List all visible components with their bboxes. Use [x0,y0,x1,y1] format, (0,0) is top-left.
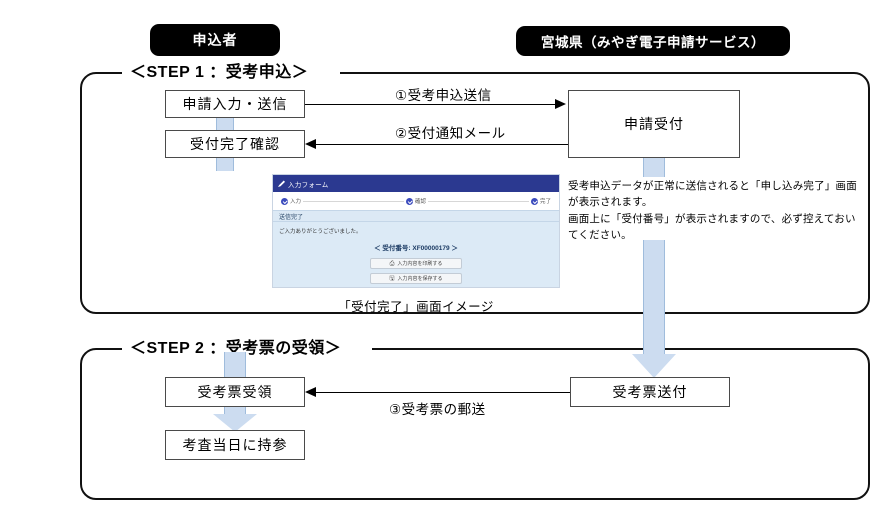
note-line-3: 画面上に「受付番号」が表示されますので、必ず控えておい [568,212,856,225]
connector-into-ticket-receive [202,352,268,378]
mockup-thanks-text: ご入力ありがとうございました。 [279,229,362,235]
mockup-print-button-label: 入力内容を印刷する [397,261,443,267]
flow-label-2: ②受付通知メール [392,122,509,142]
box-apply-input: 申請入力・送信 [165,90,305,118]
block-arrow-receive-to-bring [202,406,268,434]
connector-shaft [224,352,246,378]
note-line-2: が表示されます。 [568,196,653,209]
progress-step-confirm-label: 確認 [414,199,426,205]
progress-step-input: 入力 [279,197,304,205]
step1-frame [80,72,870,314]
flow-arrowhead-1 [555,99,566,109]
mockup-progress-steps: 入力 確認 完了 [273,192,559,210]
flow-line-3 [316,392,570,393]
note-line-1: 受考申込データが正常に送信されると「申し込み完了」画面 [568,180,857,192]
mockup-header-title: 入力フォーム [288,181,329,189]
flow-arrowhead-2 [305,139,316,149]
mockup-print-button[interactable]: ⎙ 入力内容を印刷する [370,258,462,269]
actor-label-prefecture: 宮城県（みやぎ電子申請サービス） [516,26,790,56]
printer-icon: ⎙ [389,260,395,267]
check-circle-icon [530,197,538,205]
block-arrow-reception-to-send [621,240,687,380]
mockup-receipt-number: ＜ 受付番号: XF00000179 ＞ [374,245,458,252]
step1-title: ＜STEP 1 ：受考申込＞ [126,58,313,82]
mockup-save-button[interactable]: 🖫 入力内容を保存する [370,273,462,284]
step2-frame [80,348,870,500]
mockup-header: 入力フォーム [273,175,559,192]
flow-line-1 [305,104,557,105]
block-arrow-head [632,354,676,378]
note-line-4: てください。 [568,228,632,241]
mockup-caption: 「受付完了」画面イメージ [338,300,494,314]
block-arrow-head [213,414,257,432]
box-confirm-done: 受付完了確認 [165,130,305,158]
block-arrow-shaft [643,240,665,356]
box-ticket-send: 受考票送付 [570,377,730,407]
block-arrow-shaft [224,406,246,416]
step2-title: ＜STEP 2 ：受考票の受領＞ [126,334,346,358]
actor-label-applicant: 申込者 [150,24,280,56]
progress-step-confirm: 確認 [403,197,428,205]
box-reception: 申請受付 [568,90,740,158]
mockup-save-button-label: 入力内容を保存する [397,276,443,282]
mockup-body: ご入力ありがとうございました。 ＜ 受付番号: XF00000179 ＞ ⎙ 入… [273,222,559,287]
progress-step-done-label: 完了 [539,199,551,205]
progress-step-input-label: 入力 [290,199,302,205]
box-bring-on-day: 考査当日に持参 [165,430,305,460]
mockup-subheading: 送信完了 [273,210,559,222]
flow-line-2 [316,144,568,145]
progress-step-done: 完了 [528,197,553,205]
flow-label-3: ③受考票の郵送 [386,398,489,418]
check-circle-icon [281,197,288,205]
save-icon: 🖫 [389,275,395,282]
box-ticket-receive: 受考票受領 [165,377,305,407]
connector-reception-down [643,155,665,177]
step1-note: 受考申込データが正常に送信されると「申し込み完了」画面 が表示されます。 画面上… [568,178,868,243]
completion-screen-mockup: 入力フォーム 入力 確認 完了 送信完了 ご入力ありがとうございました。 ＜ 受… [272,174,560,288]
flow-label-1: ①受考申込送信 [392,84,495,104]
flow-arrowhead-3 [305,387,316,397]
pencil-icon [278,180,285,187]
connector-confirm-down [216,155,234,171]
check-circle-icon [405,197,413,205]
